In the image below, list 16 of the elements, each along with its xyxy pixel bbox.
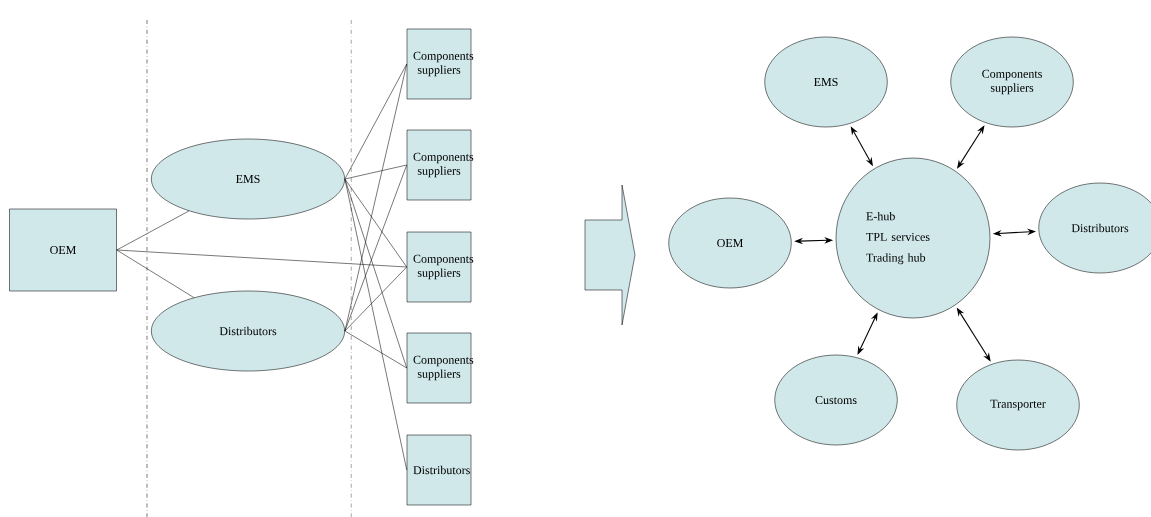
connector-line [344,63,407,180]
entity-box: OEM [9,208,117,292]
connector-line [344,164,407,332]
entity-box: Components suppliers [406,332,474,404]
entity-box: Components suppliers [406,129,474,201]
connector-line [344,178,407,471]
connector-line [116,210,190,251]
connector-line [344,330,407,369]
connector-line [116,249,195,298]
entity-box: Components suppliers [406,231,474,303]
entity-box: Components suppliers [406,28,474,100]
connector-line [344,266,407,332]
connector-line [344,178,407,268]
connector-line [116,249,407,268]
connector-line [344,164,407,180]
entity-box: Distributors [406,434,472,506]
